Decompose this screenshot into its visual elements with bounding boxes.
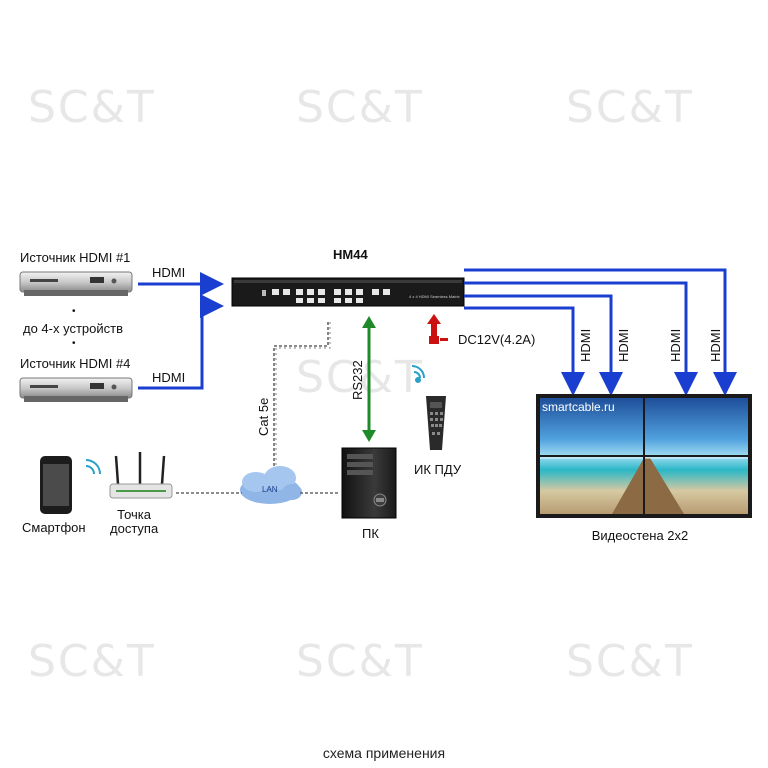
hdmi-input-1-label: HDMI xyxy=(152,265,186,280)
hdmi-output-4-label: HDMI xyxy=(708,328,723,362)
source-range-label: до 4-х устройств xyxy=(23,321,123,336)
rs232-label: RS232 xyxy=(350,360,365,400)
pc-label: ПК xyxy=(362,526,379,541)
smartphone-label: Смартфон xyxy=(22,520,86,535)
watermark-logo: SC&T xyxy=(566,82,694,133)
power-label: DC12V(4.2A) xyxy=(458,332,536,347)
remote-ir-signal-icon xyxy=(411,365,425,383)
source-dots-bottom: • xyxy=(72,338,76,349)
hdmi-source-4-device xyxy=(19,377,133,402)
hdmi-input-4-arrow xyxy=(138,294,224,390)
watermark-logo: SC&T xyxy=(28,636,156,687)
hdmi-output-1-arrow xyxy=(464,306,585,396)
hdmi-output-3-arrow xyxy=(464,281,698,396)
source-dots-top: • xyxy=(72,306,76,317)
hdmi-output-2-label: HDMI xyxy=(616,328,631,362)
pc-tower-device xyxy=(341,447,397,519)
video-wall-url: smartcable.ru xyxy=(542,400,615,414)
rs232-link-arrow xyxy=(362,316,376,442)
lan-cloud-icon xyxy=(240,466,302,504)
access-point-label: Точка доступа xyxy=(110,507,159,536)
smartphone-wifi-icon xyxy=(85,459,101,475)
watermark-logo: SC&T xyxy=(566,636,694,687)
watermark-logo: SC&T xyxy=(296,82,424,133)
watermark-logo: SC&T xyxy=(28,82,156,133)
watermark-logo: SC&T xyxy=(296,636,424,687)
cat5e-cable-lower xyxy=(275,322,331,470)
device-title: HM44 xyxy=(333,247,368,262)
source-4-label: Источник HDMI #4 xyxy=(20,356,131,371)
hdmi-output-3-label: HDMI xyxy=(668,328,683,362)
ir-remote-device xyxy=(426,396,446,450)
cat5e-cable-upper xyxy=(273,322,329,470)
source-1-label: Источник HDMI #1 xyxy=(20,250,131,265)
remote-label: ИК ПДУ xyxy=(414,462,462,477)
hdmi-output-1-label: HDMI xyxy=(578,328,593,362)
hdmi-output-2-arrow xyxy=(464,294,623,396)
hdmi-input-4-label: HDMI xyxy=(152,370,186,385)
lan-label: LAN xyxy=(262,485,278,494)
hm44-panel-text: 4 x 4 HDMI Seamless Matrix xyxy=(409,294,460,299)
video-wall-device xyxy=(536,394,752,518)
diagram-caption: схема применения xyxy=(322,745,446,761)
hm44-matrix-device xyxy=(231,277,465,307)
hdmi-source-1-device xyxy=(19,271,133,296)
cat5e-label: Cat 5e xyxy=(256,397,271,436)
watermark-logo: SC&T xyxy=(296,352,424,403)
smartphone-device xyxy=(40,456,72,514)
power-input-arrow xyxy=(427,314,448,344)
access-point-device xyxy=(109,452,173,499)
video-wall-label: Видеостена 2x2 xyxy=(591,528,689,543)
hdmi-output-4-arrow xyxy=(464,268,737,396)
